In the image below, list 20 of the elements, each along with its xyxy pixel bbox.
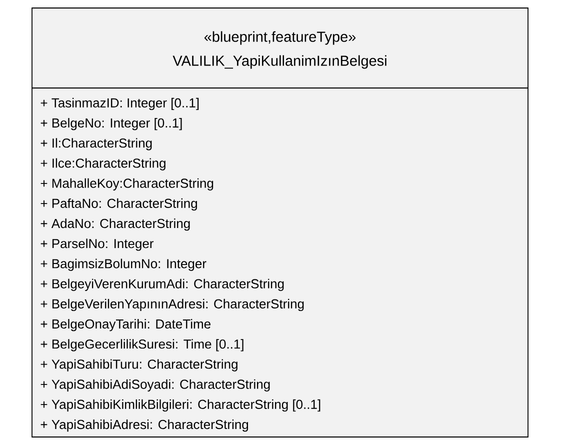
attribute-line: + TasinmazID: Integer [0..1] xyxy=(40,98,199,110)
attribute-line: + BelgeNo: Integer [0..1] xyxy=(40,118,182,130)
class-box xyxy=(32,8,528,438)
attribute-line: + Il:CharacterString xyxy=(40,138,152,150)
attribute-line: + YapiSahibiAdresi: CharacterString xyxy=(40,420,248,432)
attribute-line: + ParselNo: Integer xyxy=(40,238,154,251)
attribute-line: + BelgeyiVerenKurumAdi: CharacterString xyxy=(40,278,284,291)
attribute-line: + YapiSahibiKimlikBilgileri: CharacterString [0..1] xyxy=(40,399,320,412)
stereotype-label: «blueprint,featureType» xyxy=(204,31,356,45)
attribute-line: + BelgeVerilenYapınınAdresi: CharacterString xyxy=(40,298,304,312)
attribute-line: + BelgeOnayTarihi: DateTime xyxy=(40,319,210,332)
attribute-line: + Ilce:CharacterString xyxy=(40,158,166,170)
class-name: VALILIK_YapiKullanimIzınBelgesi xyxy=(172,55,386,69)
attribute-line: + YapiSahibiTuru: CharacterString xyxy=(40,359,238,372)
attribute-line: + YapiSahibiAdiSoyadi: CharacterString xyxy=(40,379,270,392)
attribute-line: + AdaNo: CharacterString xyxy=(40,218,190,231)
attribute-line: + BelgeGecerlilikSuresi: Time [0..1] xyxy=(40,339,244,352)
attribute-line: + MahalleKoy:CharacterString xyxy=(40,178,214,190)
attribute-line: + PaftaNo: CharacterString xyxy=(40,198,197,211)
attribute-line: + BagimsizBolumNo: Integer xyxy=(40,258,206,271)
